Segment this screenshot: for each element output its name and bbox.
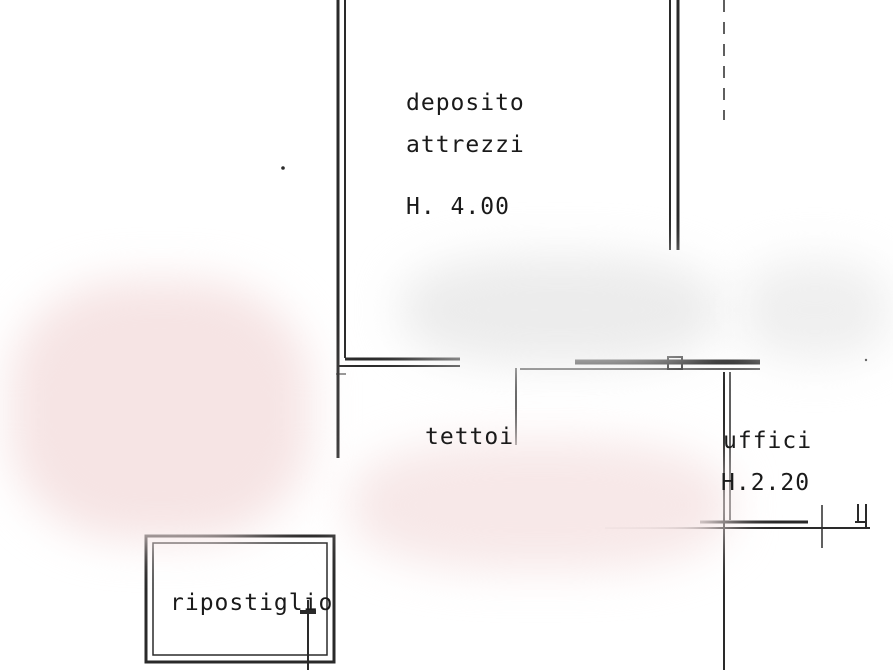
ink-dot [864,358,868,362]
deposito-label-line1: deposito [406,90,525,116]
deposito-label-line2: attrezzi [406,132,525,158]
tettoia-lines [336,368,517,445]
deposito-walls [336,0,760,458]
tettoia-label: tettoi [425,424,515,450]
ripostiglio-label: ripostiglio [170,590,334,616]
uffici-height-label: H.2.20 [721,470,811,496]
ink-dot [281,166,285,170]
uffici-walls [605,0,870,670]
deposito-height-label: H. 4.00 [406,194,510,220]
uffici-label: uffici [723,428,813,454]
